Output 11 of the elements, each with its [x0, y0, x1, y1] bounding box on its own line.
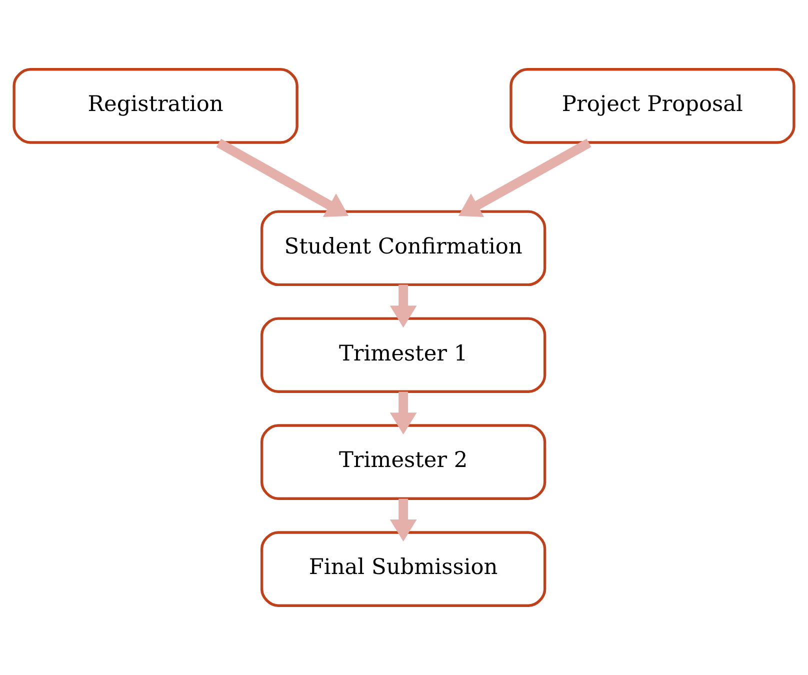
- arrow: [390, 284, 417, 328]
- node-box: Project Proposal: [510, 68, 796, 144]
- arrow: [216, 138, 349, 217]
- node-box: Final Submission: [260, 531, 546, 607]
- node-box: Trimester 2: [260, 424, 546, 500]
- arrow: [390, 392, 417, 435]
- node-box: Registration: [12, 68, 298, 144]
- node-box: Trimester 1: [260, 317, 546, 394]
- arrow: [458, 138, 592, 217]
- arrow: [390, 498, 417, 542]
- node-box: Student Confirmation: [260, 210, 546, 286]
